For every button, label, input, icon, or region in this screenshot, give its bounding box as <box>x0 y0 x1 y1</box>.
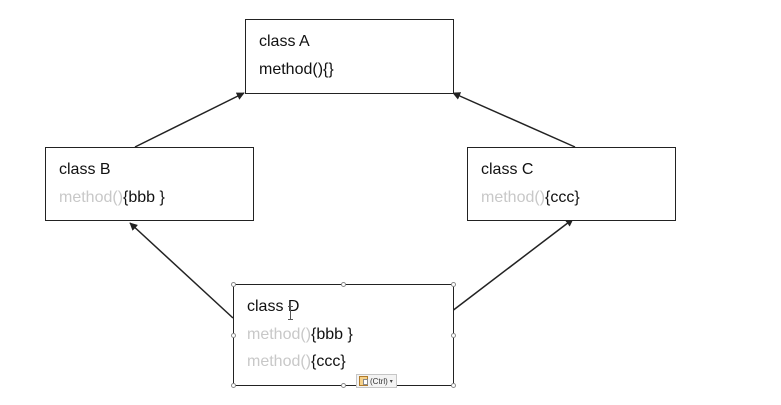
class-c-method: method(){ccc} <box>481 188 580 208</box>
class-d-box[interactable]: class D method(){bbb } method(){ccc} <box>233 284 454 386</box>
method-body: {ccc} <box>545 189 580 206</box>
method-signature: method() <box>259 61 324 78</box>
method-body: {bbb } <box>311 326 353 343</box>
class-b-box[interactable]: class B method(){bbb } <box>45 147 254 221</box>
paste-options-label: (Ctrl) <box>370 376 388 386</box>
arrow-b-to-a <box>134 92 245 148</box>
class-a-box[interactable]: class A method(){} <box>245 19 454 94</box>
method-signature: method() <box>247 326 312 343</box>
arrow-c-to-a <box>452 92 576 148</box>
arrow-d-to-c <box>442 218 574 319</box>
class-d-name[interactable]: class D <box>247 298 300 315</box>
method-signature: method() <box>481 189 546 206</box>
class-c-name: class C <box>481 161 534 178</box>
class-a-name: class A <box>259 33 310 50</box>
method-body: {} <box>323 61 334 78</box>
method-body: {bbb } <box>123 189 165 206</box>
resize-handle-middle-right[interactable] <box>451 333 456 338</box>
method-signature: method() <box>59 189 124 206</box>
paste-icon <box>359 376 368 386</box>
arrow-d-to-b <box>129 222 234 319</box>
class-c-box[interactable]: class C method(){ccc} <box>467 147 676 221</box>
class-a-method: method(){} <box>259 60 334 80</box>
resize-handle-top-right[interactable] <box>451 282 456 287</box>
class-b-name: class B <box>59 161 111 178</box>
resize-handle-top-middle[interactable] <box>341 282 346 287</box>
resize-handle-bottom-middle[interactable] <box>341 383 346 388</box>
resize-handle-middle-left[interactable] <box>231 333 236 338</box>
class-d-method-1[interactable]: method(){bbb } <box>247 325 353 345</box>
chevron-down-icon: ▾ <box>389 378 393 385</box>
paste-options-button[interactable]: (Ctrl) ▾ <box>356 374 397 388</box>
resize-handle-bottom-right[interactable] <box>451 383 456 388</box>
text-cursor-icon <box>288 306 293 320</box>
class-b-method: method(){bbb } <box>59 188 165 208</box>
class-d-method-2[interactable]: method(){ccc} <box>247 352 346 372</box>
resize-handle-top-left[interactable] <box>231 282 236 287</box>
method-body: {ccc} <box>311 353 346 370</box>
method-signature: method() <box>247 353 312 370</box>
resize-handle-bottom-left[interactable] <box>231 383 236 388</box>
